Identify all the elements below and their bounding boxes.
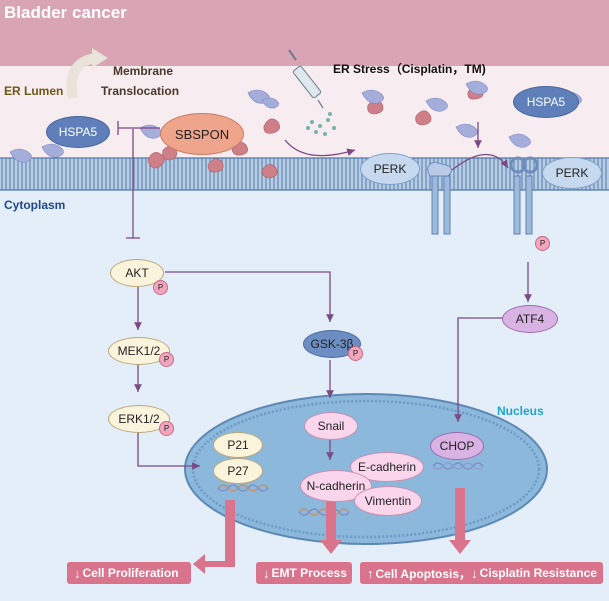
down-arrow-icon: ↓ (471, 565, 478, 581)
perk-receptor-right (509, 156, 539, 235)
er-stress-label: ER Stress（Cisplatin，TM) (333, 62, 486, 76)
down-arrow-icon: ↓ (263, 565, 270, 581)
phospho-badge-erk: P (159, 421, 174, 436)
nucleus-label: Nucleus (497, 404, 544, 418)
mek-node: MEK1/2 (108, 337, 170, 365)
cytoplasm-label: Cytoplasm (4, 198, 66, 212)
outcome-cell-proliferation: ↓Cell Proliferation (67, 562, 191, 584)
outcome-text: Cisplatin Resistance (479, 566, 597, 580)
stress-arrow (284, 139, 356, 157)
translocation-arrow (66, 53, 98, 99)
syringe-icon (288, 49, 324, 109)
perk-receptor-left (427, 161, 452, 235)
outcome-apoptosis-resistance: ↑Cell Apoptosis，↓Cisplatin Resistance (360, 562, 603, 584)
snail-node: Snail (304, 412, 358, 440)
n-cadherin-node: N-cadherin (300, 470, 372, 502)
phospho-badge-mek: P (159, 352, 174, 367)
dna-helix-icons (217, 462, 484, 516)
membrane-label: Membrane (113, 64, 174, 78)
outcome-emt-process: ↓EMT Process (256, 562, 352, 584)
perk-node-left: PERK (360, 153, 420, 185)
perk-node-right: PERK (542, 157, 602, 189)
atf4-node: ATF4 (502, 305, 558, 333)
vimentin-node: Vimentin (354, 486, 422, 516)
drug-particles (306, 112, 336, 136)
sbspon-node: SBSPON (160, 113, 244, 155)
figure-title: Bladder cancer (4, 3, 127, 22)
akt-gsk-arrow (165, 271, 334, 322)
atf4-chop-arrow (454, 317, 502, 422)
up-arrow-icon: ↑ (367, 565, 374, 581)
p21-node: P21 (213, 432, 263, 458)
phospho-badge-gsk3b: P (348, 346, 363, 361)
phospho-badge-perk: P (535, 236, 550, 251)
perk-activation-arrow (451, 153, 509, 171)
hspa5-node-left: HSPA5 (46, 116, 110, 148)
p27-node: P27 (213, 458, 263, 484)
outcome-text: Cell Proliferation (82, 566, 179, 580)
chop-node: CHOP (430, 432, 484, 460)
outcome-arrows (193, 488, 471, 574)
outcome-text: Cell Apoptosis， (375, 566, 472, 581)
hspa5-node-right: HSPA5 (513, 86, 579, 118)
translocation-label: Translocation (101, 84, 180, 98)
phospho-badge-akt: P (153, 280, 168, 295)
down-arrow-icon: ↓ (74, 565, 81, 581)
er-lumen-label: ER Lumen (4, 84, 64, 98)
erk-p27-arrow (137, 432, 200, 470)
outcome-text: EMT Process (271, 566, 347, 580)
